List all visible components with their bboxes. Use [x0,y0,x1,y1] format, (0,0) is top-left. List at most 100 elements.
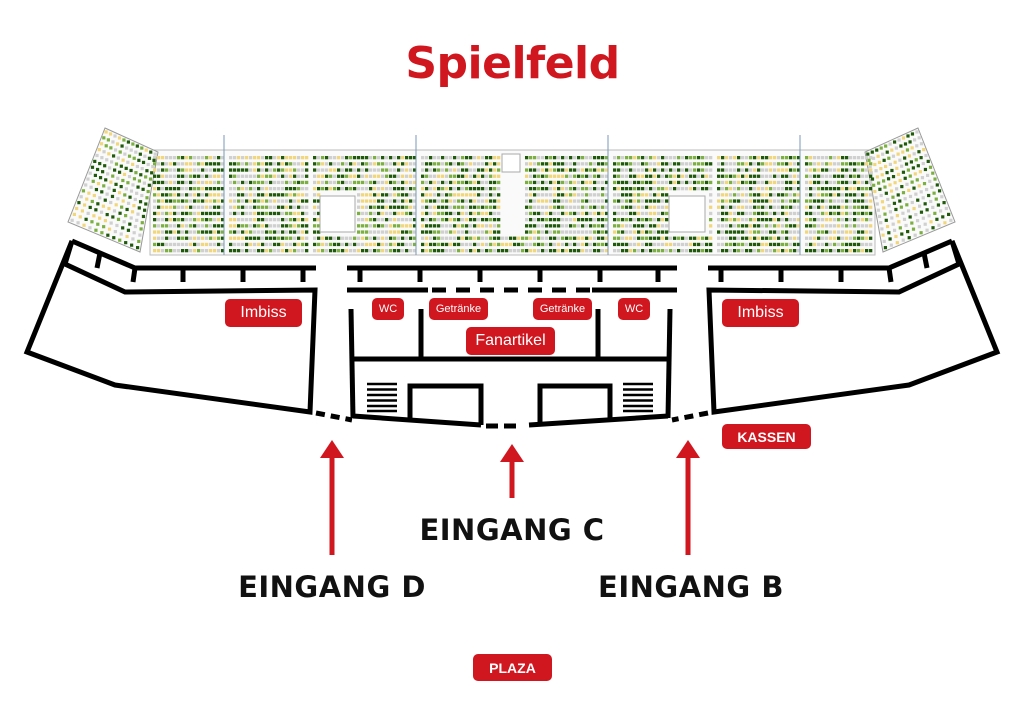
seat [793,218,797,222]
seat [197,180,201,185]
seat [853,242,857,247]
seat [265,156,269,160]
seat [617,249,621,253]
seat [817,156,821,160]
seat [625,199,629,203]
seat [781,205,785,209]
seat [293,193,297,197]
seat [257,187,261,191]
seat [273,205,277,209]
seat [345,236,349,240]
seat [169,193,173,197]
seat [393,205,397,209]
seat [890,148,894,152]
seat [875,175,879,179]
seat [201,242,205,247]
seat [773,249,777,253]
seat [321,174,325,178]
seat [757,224,761,228]
seat [357,249,361,253]
seat [709,187,713,191]
seat [561,205,565,209]
seat [737,230,741,234]
seat [165,156,169,160]
seat [549,193,553,197]
seat [653,236,657,240]
seat [593,168,597,172]
seat [765,199,769,203]
seat [153,193,157,197]
seat [625,187,629,191]
seat [365,218,369,222]
seat [769,211,773,216]
seat [197,205,201,209]
seat [123,193,127,197]
seat [709,205,713,209]
seat [912,206,916,211]
seat [773,162,777,166]
seat [265,205,269,209]
seat [213,236,217,240]
seat [777,168,781,172]
seat [525,230,529,234]
seat [141,160,146,165]
seat [369,180,373,185]
seat [317,242,321,247]
seat [793,180,797,185]
seat [461,224,465,228]
seat [817,218,821,222]
seat [193,211,197,216]
seat [908,194,913,199]
seat [793,199,797,203]
seat [849,162,853,166]
seat [513,249,517,253]
seat [817,193,821,197]
seat [649,174,653,178]
seat [213,199,217,203]
seat [197,174,201,178]
seat [701,236,705,240]
seat [193,180,197,185]
seat [285,230,289,234]
seat [273,199,277,203]
seat [389,180,393,185]
wc-right-badge: WC [618,298,650,320]
seat [441,205,445,209]
seat [765,249,769,253]
seat [745,193,749,197]
seat [916,198,920,202]
seat [717,249,721,253]
seat [489,211,493,216]
seat [689,156,693,160]
seat [653,156,657,160]
seat [217,230,221,234]
seat [189,180,193,185]
seat [477,218,481,222]
seat [645,230,649,234]
seat [597,180,601,185]
seat [185,156,189,160]
seat [705,242,709,247]
seat [153,230,157,234]
seat [100,190,104,194]
seat [377,236,381,240]
seat [497,224,501,228]
seat [229,187,233,191]
seat [769,249,773,253]
seat [809,193,813,197]
seat [910,221,914,225]
seat [741,162,745,166]
seat [505,242,509,247]
seat [561,230,565,234]
seat [249,174,253,178]
seat [597,230,601,234]
seat [697,156,701,160]
seat [649,236,653,240]
seat [148,177,153,181]
seat [257,230,261,234]
seat [629,236,633,240]
seat [605,168,609,172]
seat [273,174,277,178]
seat [269,218,273,222]
seat [84,217,88,221]
